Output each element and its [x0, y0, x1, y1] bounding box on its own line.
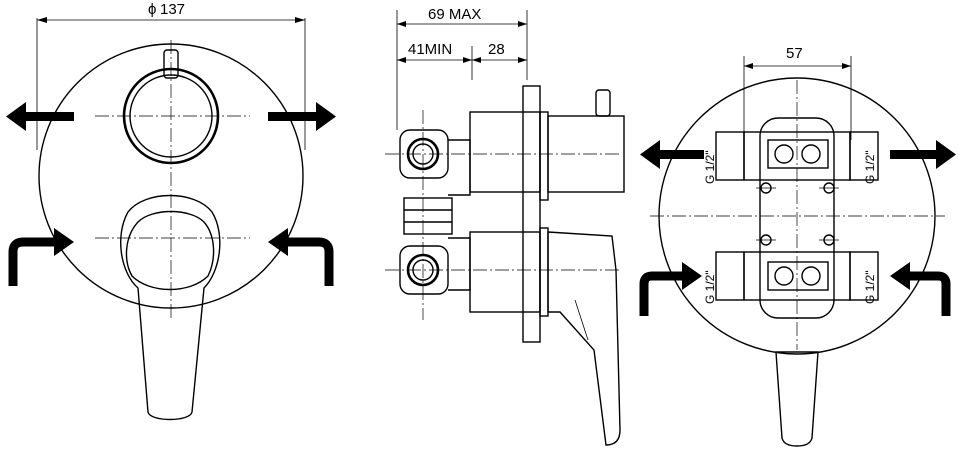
diverter-knob [122, 49, 220, 165]
lever-handle [120, 194, 221, 421]
thread-label-top-right: G 1/2" [863, 150, 877, 184]
diameter-symbol: ϕ [148, 1, 156, 18]
side-view: 69 MAX 41MIN 28 [385, 6, 625, 446]
rear-lever [775, 351, 819, 447]
rear-valve-block [715, 117, 879, 319]
front-view: ϕ 137 [6, 1, 336, 421]
port-spacing-dimension: 57 [743, 45, 852, 140]
valve-body [399, 111, 541, 313]
diameter-dimension: ϕ 137 [36, 1, 306, 150]
rear-outlet-arrow-left [640, 140, 704, 169]
rear-outlet-arrow-right [890, 140, 956, 169]
inlet-arrow-right [268, 228, 334, 286]
lever-side [547, 231, 621, 446]
outlet-arrow-right [268, 102, 336, 131]
thread-label-bottom-right: G 1/2" [863, 270, 877, 304]
port-spacing-label: 57 [786, 45, 803, 62]
rear-view: 57 [639, 45, 956, 447]
inlet-arrow-left [8, 228, 74, 286]
rear-inlet-arrow-right [890, 262, 951, 316]
thread-label-top-left: G 1/2" [703, 150, 717, 184]
depth-extra-label: 28 [488, 41, 505, 58]
diameter-label: 137 [160, 1, 185, 18]
diverter-cap [547, 89, 625, 193]
thread-labels: G 1/2" G 1/2" G 1/2" G 1/2" [703, 150, 877, 304]
min-depth-label: 41MIN [408, 41, 452, 58]
rear-inlet-arrow-left [639, 262, 702, 316]
thread-label-bottom-left: G 1/2" [703, 270, 717, 304]
wall-plate [522, 85, 549, 343]
depth-dimensions: 69 MAX 41MIN 28 [396, 6, 528, 130]
outlet-arrow-left [6, 102, 74, 131]
max-depth-label: 69 MAX [428, 6, 481, 23]
